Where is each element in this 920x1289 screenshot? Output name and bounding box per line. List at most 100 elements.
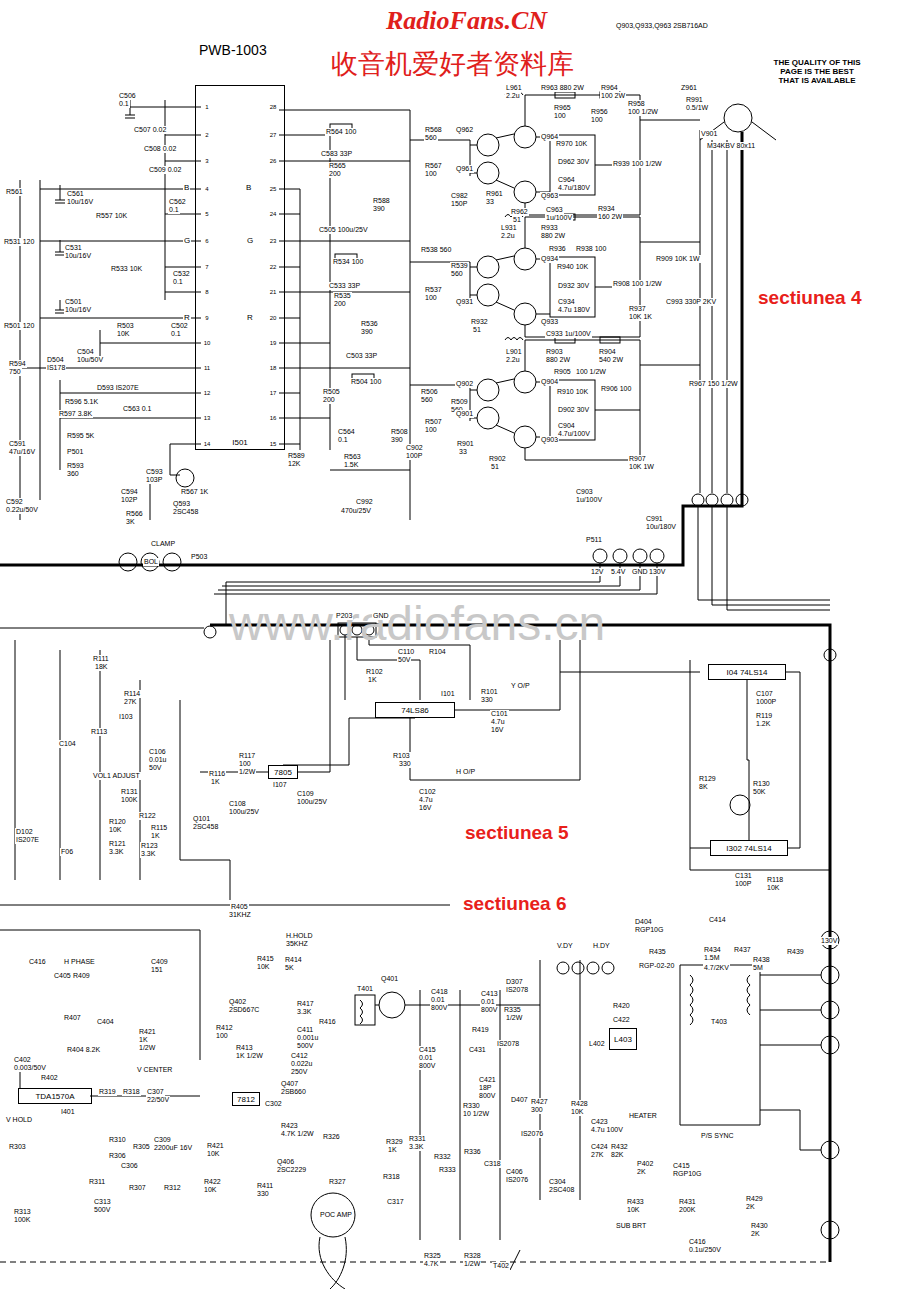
- component-label: POC AMP: [319, 1211, 353, 1219]
- pin-number: 12: [204, 390, 211, 397]
- component-label: 10K: [256, 963, 270, 971]
- component-label: R318: [382, 1173, 401, 1181]
- component-label: R420: [612, 1002, 631, 1010]
- component-label: R306: [108, 1152, 127, 1160]
- component-label: 0.01: [480, 998, 496, 1006]
- component-label: R307: [128, 1184, 147, 1192]
- component-label: Q904: [540, 378, 559, 386]
- component-label: 1K 1/2W: [235, 1052, 264, 1060]
- component-label: R905: [553, 368, 572, 376]
- component-label: R963 880 2W: [540, 84, 585, 92]
- component-label: RGP-02-20: [638, 962, 675, 970]
- component-label: T402: [492, 1262, 510, 1270]
- component-label: 2SC408: [548, 1186, 575, 1194]
- node-text: 74LS86: [401, 706, 429, 715]
- component-label: 10K: [116, 330, 130, 338]
- component-label: 560: [420, 396, 434, 404]
- component-label: C402: [13, 1056, 32, 1064]
- component-label: 27K: [590, 1151, 604, 1159]
- component-label: R414: [284, 956, 303, 964]
- component-label: 100 2W: [600, 92, 626, 100]
- quality-note: THE QUALITY OF THIS PAGE IS THE BEST THA…: [772, 58, 862, 85]
- component-label: R421: [206, 1142, 225, 1150]
- component-label: 0.5/1W: [685, 104, 709, 112]
- component-label: C108: [228, 800, 247, 808]
- component-label: R318: [122, 1088, 141, 1096]
- component-label: 500V: [296, 1042, 314, 1050]
- component-label: 1K: [210, 778, 221, 786]
- component-label: R327: [328, 1178, 347, 1186]
- component-label: R536: [360, 320, 379, 328]
- pin-number: 5: [205, 211, 208, 218]
- component-label: R531 120: [3, 238, 35, 246]
- pin-number: 27: [270, 132, 277, 139]
- component-label: 500V: [93, 1206, 111, 1214]
- component-label: R407: [63, 1014, 82, 1022]
- component-label: 12K: [287, 460, 301, 468]
- pin-number: 21: [270, 289, 277, 296]
- component-label: C507 0.02: [133, 126, 167, 134]
- component-label: 800V: [418, 1062, 436, 1070]
- component-label: R509: [450, 398, 469, 406]
- component-label: C991: [645, 515, 664, 523]
- component-label: 800V: [478, 1092, 496, 1100]
- component-label: R310: [108, 1136, 127, 1144]
- component-label: R335: [503, 1006, 522, 1014]
- component-label: 0.01: [430, 996, 446, 1004]
- component-label: C304: [548, 1178, 567, 1186]
- component-label: 1u/100V: [545, 214, 573, 222]
- component-label: 3.3K: [108, 848, 124, 856]
- component-label: 102P: [120, 496, 138, 504]
- component-label: 10K: [203, 1186, 217, 1194]
- component-label: Q902: [455, 380, 474, 388]
- component-label: 10u/16V: [64, 252, 92, 260]
- component-label: R415: [256, 955, 275, 963]
- pin-number: 24: [270, 211, 277, 218]
- pin-number: 15: [270, 441, 277, 448]
- component-label: R103: [392, 752, 411, 760]
- component-label: C533 33P: [328, 282, 361, 290]
- component-label: R934: [597, 205, 616, 213]
- component-label: 4.7u/180V: [557, 184, 591, 192]
- component-label: C318: [483, 1160, 502, 1168]
- component-label: R937: [628, 305, 647, 313]
- component-label: R113: [90, 728, 108, 736]
- component-label: 50V: [148, 764, 162, 772]
- component-label: 540 2W: [598, 356, 624, 364]
- component-box: TDA1570A: [18, 1088, 92, 1104]
- component-label: R938 100: [575, 245, 607, 253]
- component-label: 100: [553, 112, 567, 120]
- component-label: 800V: [430, 1004, 448, 1012]
- component-label: 4.7u 180V: [557, 306, 591, 314]
- component-label: 27K: [123, 698, 137, 706]
- component-label: 100: [424, 294, 438, 302]
- component-label: R331: [408, 1135, 427, 1143]
- component-label: R122: [138, 812, 157, 820]
- component-label: R409: [72, 972, 91, 980]
- pin-number: 4: [205, 186, 208, 193]
- component-label: C504: [76, 348, 95, 356]
- component-label: IS178: [46, 364, 66, 372]
- component-label: GND: [372, 612, 390, 620]
- component-label: H.DY: [592, 942, 611, 950]
- component-label: C903: [575, 488, 594, 496]
- component-label: R118: [766, 876, 784, 884]
- component-label: 51: [472, 326, 482, 334]
- component-label: R114: [123, 690, 141, 698]
- component-label: R936: [548, 245, 567, 253]
- component-label: R121: [108, 840, 127, 848]
- component-label: Q101: [192, 815, 211, 823]
- component-label: P/S SYNC: [700, 1132, 735, 1140]
- component-label: R940 10K: [556, 263, 589, 271]
- component-label: 200K: [678, 1206, 696, 1214]
- component-label: R130: [752, 780, 771, 788]
- component-label: R330: [462, 1102, 481, 1110]
- component-label: D407: [510, 1096, 529, 1104]
- pin-number: 10: [204, 340, 211, 347]
- component-label: C418: [430, 988, 449, 996]
- component-label: R907: [628, 455, 647, 463]
- component-box: I302 74LS14: [710, 840, 788, 856]
- signal-name: R: [183, 313, 191, 322]
- pin-number: 17: [270, 390, 277, 397]
- component-label: H O/P: [455, 768, 476, 776]
